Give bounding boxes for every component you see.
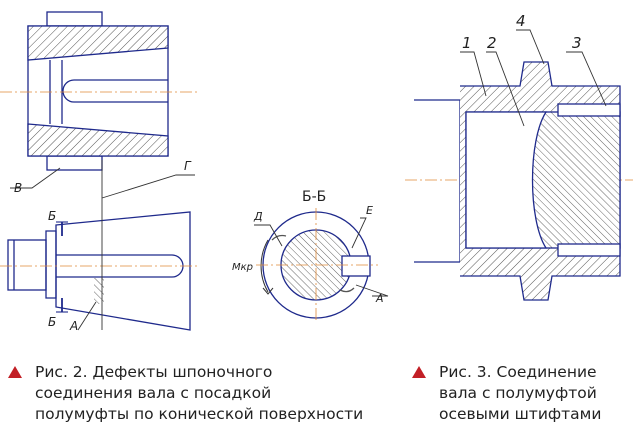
- section-markers: [56, 221, 68, 313]
- fig3-caption-line-1: Рис. 3. Соединение: [439, 363, 597, 381]
- section-title: Б-Б: [302, 189, 326, 205]
- label-a-left: А: [69, 319, 78, 333]
- fig2-caption-line-1: Рис. 2. Дефекты шпоночного: [35, 363, 273, 381]
- fig3-drawing: [414, 61, 621, 301]
- label-d: Д: [253, 210, 263, 223]
- fig3-leaders: [460, 29, 607, 127]
- fig3-caption: Рис. 3. Соединение вала с полумуфтой осе…: [412, 362, 601, 425]
- fig2-caption-line-3: полумуфты по конической поверхности: [35, 405, 364, 423]
- label-e: Е: [366, 204, 373, 217]
- label-b-bottom: Б: [48, 315, 56, 329]
- label-g: Г: [184, 159, 192, 173]
- label-a-section: А: [375, 292, 384, 305]
- fig2-caption-line-2: соединения вала с посадкой: [35, 384, 272, 402]
- shaft-part: [7, 211, 191, 331]
- triangle-bullet-icon: [412, 366, 426, 378]
- fig3-caption-line-3: осевыми штифтами: [439, 405, 602, 423]
- label-b-top: Б: [48, 209, 56, 223]
- label-1: 1: [462, 34, 472, 52]
- label-3: 3: [572, 34, 582, 52]
- fig2-caption: Рис. 2. Дефекты шпоночного соединения ва…: [8, 362, 363, 425]
- label-4: 4: [516, 12, 526, 30]
- fig3-caption-line-2: вала с полумуфтой: [439, 384, 597, 402]
- label-v: В: [14, 181, 22, 195]
- hub-part: [27, 11, 169, 171]
- label-mkr: Мкр: [232, 262, 253, 273]
- triangle-bullet-icon: [8, 366, 22, 378]
- fig2-leaders: [10, 160, 389, 331]
- label-2: 2: [487, 34, 497, 52]
